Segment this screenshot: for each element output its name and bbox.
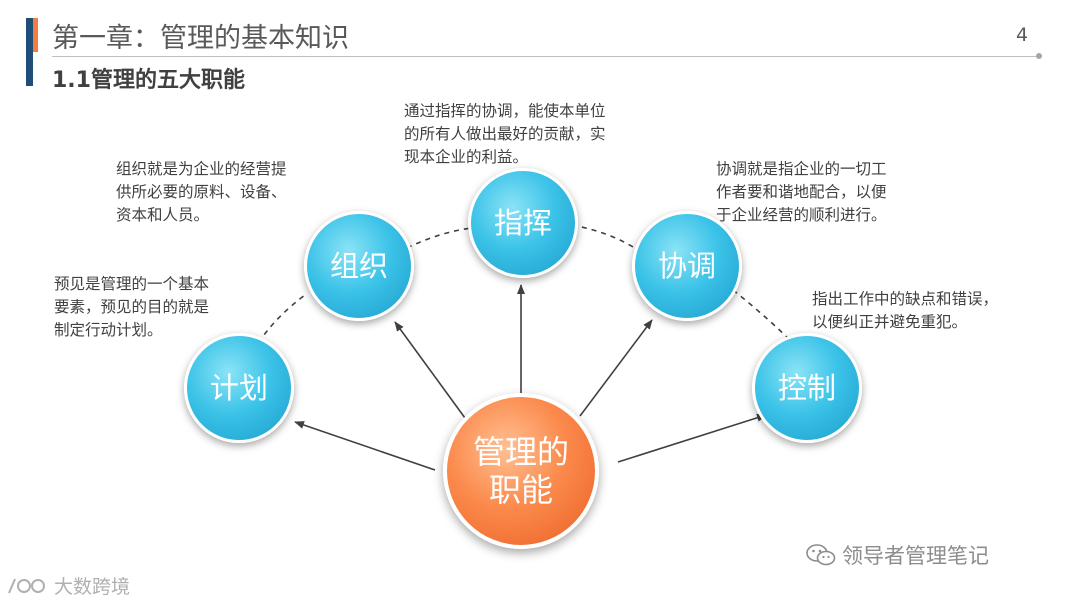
center-label-line: 管理的 — [472, 432, 569, 471]
node-plan: 计划 — [184, 333, 294, 443]
watermark-left: 大数跨境 — [6, 572, 130, 599]
node-plan-label: 计划 — [209, 370, 268, 405]
wechat-icon — [806, 544, 836, 566]
control-description-line: 指出工作中的缺点和错误， — [812, 290, 999, 308]
chapter-title: 第一章：管理的基本知识 — [52, 23, 349, 54]
page-number: 4 — [1016, 24, 1029, 46]
brand-logo-icon — [8, 578, 45, 593]
arrow-to-plan — [294, 421, 436, 471]
coordinate-description-line: 协调就是指企业的一切工 — [716, 160, 887, 178]
watermark-left-text: 大数跨境 — [54, 576, 131, 598]
header-accent-bar-orange — [33, 18, 38, 52]
header-rule — [52, 56, 1038, 57]
watermark-right-text: 领导者管理笔记 — [842, 544, 989, 568]
organize-description-line: 资本和人员。 — [116, 206, 210, 224]
center-label-line: 职能 — [488, 471, 553, 509]
node-organize-label: 组织 — [329, 248, 388, 283]
node-center-management-functions: 管理的 职能 — [443, 393, 599, 549]
organize-description: 组织就是为企业的经营提 供所必要的原料、设备、 资本和人员。 — [116, 158, 287, 227]
coordinate-description: 协调就是指企业的一切工 作者要和谐地配合，以便 于企业经营的顺利进行。 — [716, 158, 887, 227]
command-description-line: 现本企业的利益。 — [404, 148, 529, 166]
coordinate-description-line: 于企业经营的顺利进行。 — [716, 206, 887, 224]
section-title: 1.1管理的五大职能 — [52, 68, 245, 93]
node-coordinate: 协调 — [632, 211, 742, 321]
plan-description: 预见是管理的一个基本 要素，预见的目的就是 制定行动计划。 — [54, 273, 209, 342]
node-control: 控制 — [752, 333, 862, 443]
header-accent-bar — [26, 18, 33, 86]
organize-description-line: 组织就是为企业的经营提 — [116, 160, 287, 178]
command-description-line: 的所有人做出最好的贡献，实 — [404, 125, 606, 143]
plan-description-line: 要素，预见的目的就是 — [54, 298, 210, 316]
node-organize: 组织 — [304, 211, 414, 321]
node-command: 指挥 — [468, 168, 578, 278]
node-command-label: 指挥 — [493, 205, 552, 240]
command-description: 通过指挥的协调，能使本单位 的所有人做出最好的贡献，实 现本企业的利益。 — [404, 100, 606, 169]
control-description-line: 以便纠正并避免重犯。 — [812, 313, 968, 331]
arrow-to-control — [617, 413, 767, 463]
dashed-arc-connector — [239, 224, 796, 379]
coordinate-description-line: 作者要和谐地配合，以便 — [716, 183, 887, 201]
arrow-to-organize — [394, 321, 466, 419]
arrow-to-coordinate — [579, 319, 653, 417]
control-description: 指出工作中的缺点和错误， 以便纠正并避免重犯。 — [812, 288, 998, 334]
watermark-right: 领导者管理笔记 — [806, 540, 989, 570]
organize-description-line: 供所必要的原料、设备、 — [116, 183, 287, 201]
header-rule-dot — [1036, 53, 1042, 59]
node-control-label: 控制 — [777, 370, 836, 405]
plan-description-line: 制定行动计划。 — [54, 321, 163, 339]
plan-description-line: 预见是管理的一个基本 — [54, 275, 210, 293]
node-coordinate-label: 协调 — [657, 248, 716, 283]
command-description-line: 通过指挥的协调，能使本单位 — [404, 102, 606, 120]
